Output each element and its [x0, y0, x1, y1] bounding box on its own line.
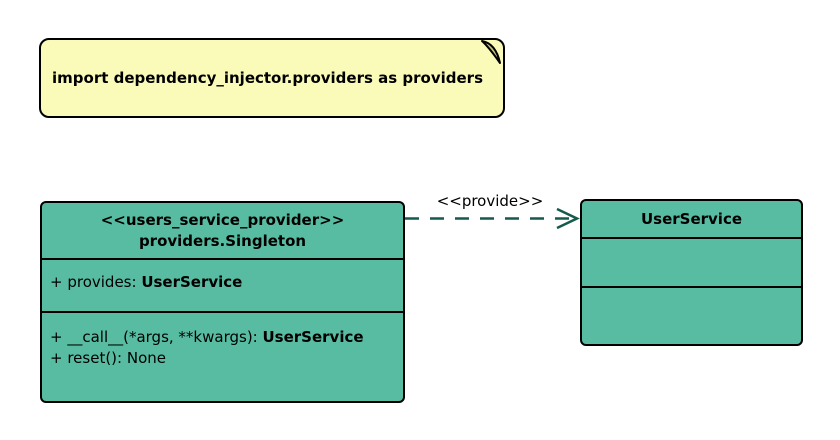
provider-class-attributes: + provides: UserService	[42, 258, 403, 311]
method-text: + __call__(*args, **kwargs):	[50, 328, 263, 346]
import-note: import dependency_injector.providers as …	[39, 38, 505, 118]
import-note-text: import dependency_injector.providers as …	[52, 69, 484, 87]
method-type: UserService	[262, 328, 364, 346]
user-service-class-header: UserService	[582, 201, 801, 237]
note-fold-icon	[481, 40, 501, 64]
provider-class-stereotype: <<users_service_provider>>	[100, 210, 345, 229]
method-line: + __call__(*args, **kwargs): UserService	[50, 327, 395, 348]
attribute-line: + provides: UserService	[50, 272, 395, 293]
user-service-class-box: UserService	[580, 199, 803, 346]
provider-class-name: providers.Singleton	[138, 231, 307, 250]
attribute-type: UserService	[141, 273, 243, 291]
user-service-attributes-empty	[582, 237, 801, 286]
provide-edge-label: <<provide>>	[436, 192, 544, 210]
provide-edge-arrow	[405, 207, 580, 230]
method-line: + reset(): None	[50, 348, 395, 369]
provider-class-box: <<users_service_provider>> providers.Sin…	[40, 201, 405, 403]
attribute-text: + provides:	[50, 273, 142, 291]
provider-class-header: <<users_service_provider>> providers.Sin…	[42, 203, 403, 258]
user-service-methods-empty	[582, 286, 801, 344]
provider-class-methods: + __call__(*args, **kwargs): UserService…	[42, 311, 403, 401]
user-service-class-name: UserService	[640, 209, 743, 228]
method-text: + reset(): None	[50, 349, 166, 367]
